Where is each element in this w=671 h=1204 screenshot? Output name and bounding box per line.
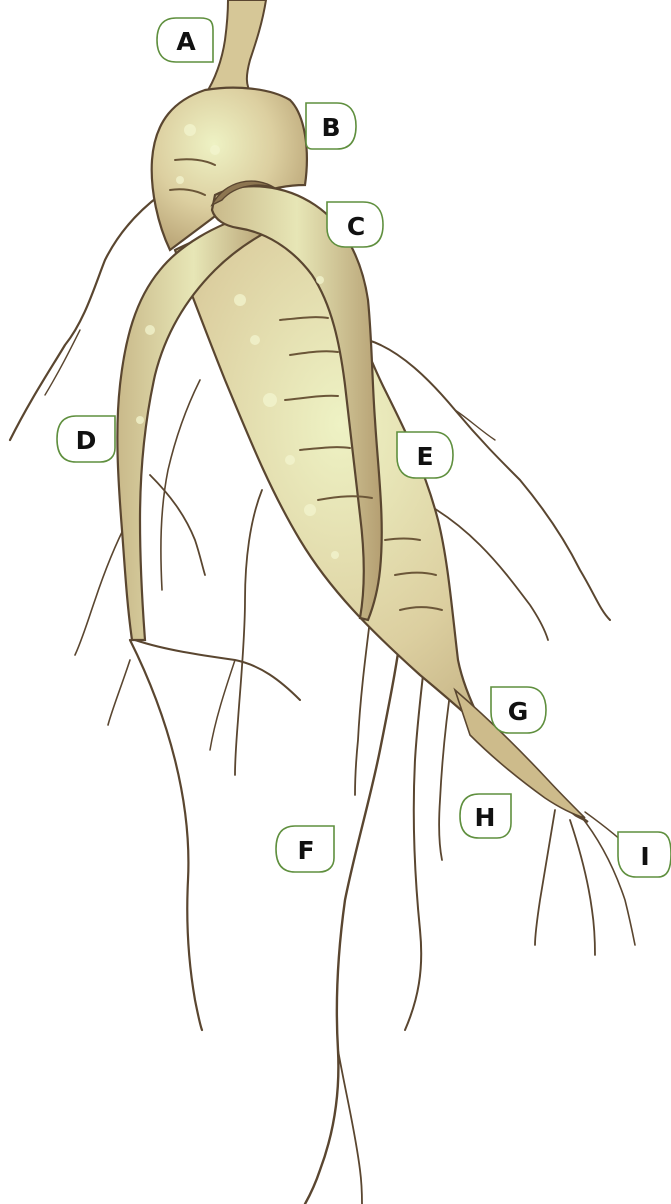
label-i: I <box>618 832 671 877</box>
label-e: E <box>397 432 453 478</box>
label-h-text: H <box>475 803 496 832</box>
label-c: C <box>327 202 383 247</box>
root-hair <box>135 640 300 700</box>
root-hair <box>338 1050 362 1204</box>
root-hair <box>355 620 370 795</box>
label-a: A <box>157 18 213 62</box>
label-b-text: B <box>321 113 340 142</box>
label-g-text: G <box>508 697 529 726</box>
label-g: G <box>491 687 546 733</box>
label-a-text: A <box>176 27 196 56</box>
label-e-text: E <box>416 442 433 471</box>
root-hair <box>570 820 595 955</box>
root-hair <box>108 660 130 725</box>
root-hair <box>235 490 262 775</box>
label-i-text: I <box>640 842 649 871</box>
root-hair <box>161 380 200 590</box>
label-b: B <box>306 103 356 149</box>
root-hair <box>130 640 202 1030</box>
label-d-text: D <box>76 426 97 455</box>
root-hair <box>210 660 235 750</box>
root-hair <box>150 475 205 575</box>
root-hair <box>535 810 555 945</box>
root-hair <box>305 600 405 1204</box>
label-h: H <box>460 794 511 838</box>
label-f-text: F <box>297 836 314 865</box>
label-c-text: C <box>347 212 365 241</box>
root-hair <box>75 520 128 655</box>
root-hair <box>455 410 495 440</box>
label-f: F <box>276 826 334 872</box>
root-hair <box>45 330 80 395</box>
rhizome-neck <box>205 0 266 95</box>
label-d: D <box>57 416 115 462</box>
root-hair <box>439 680 452 860</box>
